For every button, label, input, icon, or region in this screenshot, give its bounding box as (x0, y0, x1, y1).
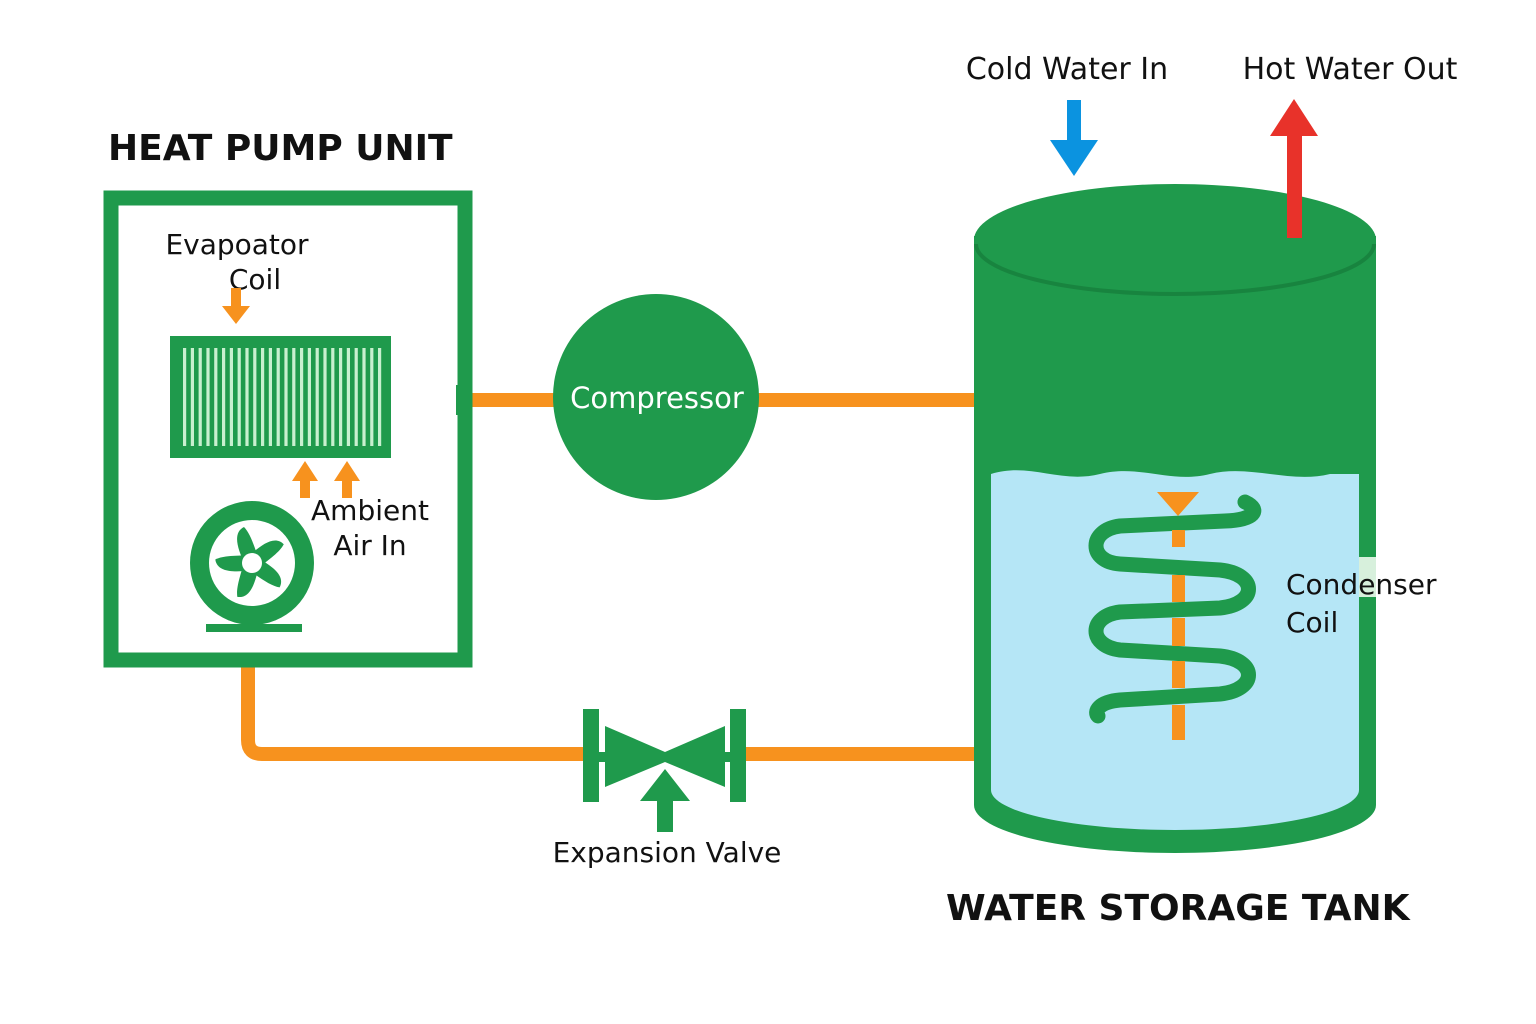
evaporator-fin (323, 348, 327, 446)
condenser-coil-label-line1: Condenser (1286, 568, 1437, 601)
compressor: Compressor (553, 294, 759, 500)
evaporator-fin (292, 348, 296, 446)
evaporator-fin (183, 348, 187, 446)
unit-pipe-port (456, 385, 468, 415)
evaporator-fin (190, 348, 194, 446)
tank-rim-line (974, 243, 1376, 296)
evaporator-fin (276, 348, 280, 446)
compressor-label: Compressor (570, 381, 744, 415)
tank-top (974, 184, 1376, 296)
cold-water-in-label: Cold Water In (966, 52, 1168, 87)
condenser-pipe (1172, 530, 1185, 740)
heat-pump-unit-title: HEAT PUMP UNIT (108, 128, 453, 169)
arrow-up-icon (334, 461, 360, 498)
ambient-air-arrows (292, 461, 360, 498)
pipe-valve-to-unit (241, 664, 590, 761)
evaporator-fin (307, 348, 311, 446)
ambient-air-label-line2: Air In (333, 529, 406, 562)
evaporator-fin (354, 348, 358, 446)
evaporator-fin (253, 348, 257, 446)
evaporator-fin (222, 348, 226, 446)
hot-water-out-label: Hot Water Out (1243, 52, 1458, 87)
condenser-coil-label-line2: Coil (1286, 606, 1338, 639)
evaporator-fin (261, 348, 265, 446)
water-storage-tank-title: WATER STORAGE TANK (946, 888, 1411, 929)
evaporator-fin (315, 348, 319, 446)
evaporator-fin (370, 348, 374, 446)
evaporator-fins (183, 348, 382, 446)
evaporator-coil (170, 336, 391, 458)
condenser-coil (1088, 494, 1262, 724)
evaporator-fin (229, 348, 233, 446)
ambient-air-label-line1: Ambient (311, 494, 429, 527)
evaporator-fin (245, 348, 249, 446)
evaporator-fin (300, 348, 304, 446)
arrow-down-icon (222, 288, 250, 324)
evaporator-fin (362, 348, 366, 446)
evaporator-fin (237, 348, 241, 446)
evaporator-fin (198, 348, 202, 446)
arrow-down-icon (1157, 492, 1199, 516)
evaporator-fin (378, 348, 382, 446)
evaporator-fin (346, 348, 350, 446)
evaporator-fin (214, 348, 218, 446)
expansion-valve (583, 709, 746, 832)
valve-body (605, 726, 725, 787)
evaporator-fin (284, 348, 288, 446)
expansion-valve-label: Expansion Valve (553, 836, 782, 869)
arrow-up-icon (640, 769, 690, 832)
evaporator-fin (268, 348, 272, 446)
evaporator-label-line1: Evapoator (165, 228, 309, 261)
unit-frame (103, 190, 473, 668)
arrow-up-icon (292, 461, 318, 498)
hot-water-arrow-icon (1270, 99, 1318, 238)
evaporator-fin (339, 348, 343, 446)
label-highlight (1359, 557, 1376, 597)
fan-base (206, 624, 302, 632)
heat-pump-unit: Evapoator Coil Ambient Air In (103, 190, 473, 668)
fan-icon (190, 501, 314, 632)
evaporator-fin (206, 348, 210, 446)
evaporator-fin (331, 348, 335, 446)
cold-water-arrow-icon (1050, 100, 1098, 176)
